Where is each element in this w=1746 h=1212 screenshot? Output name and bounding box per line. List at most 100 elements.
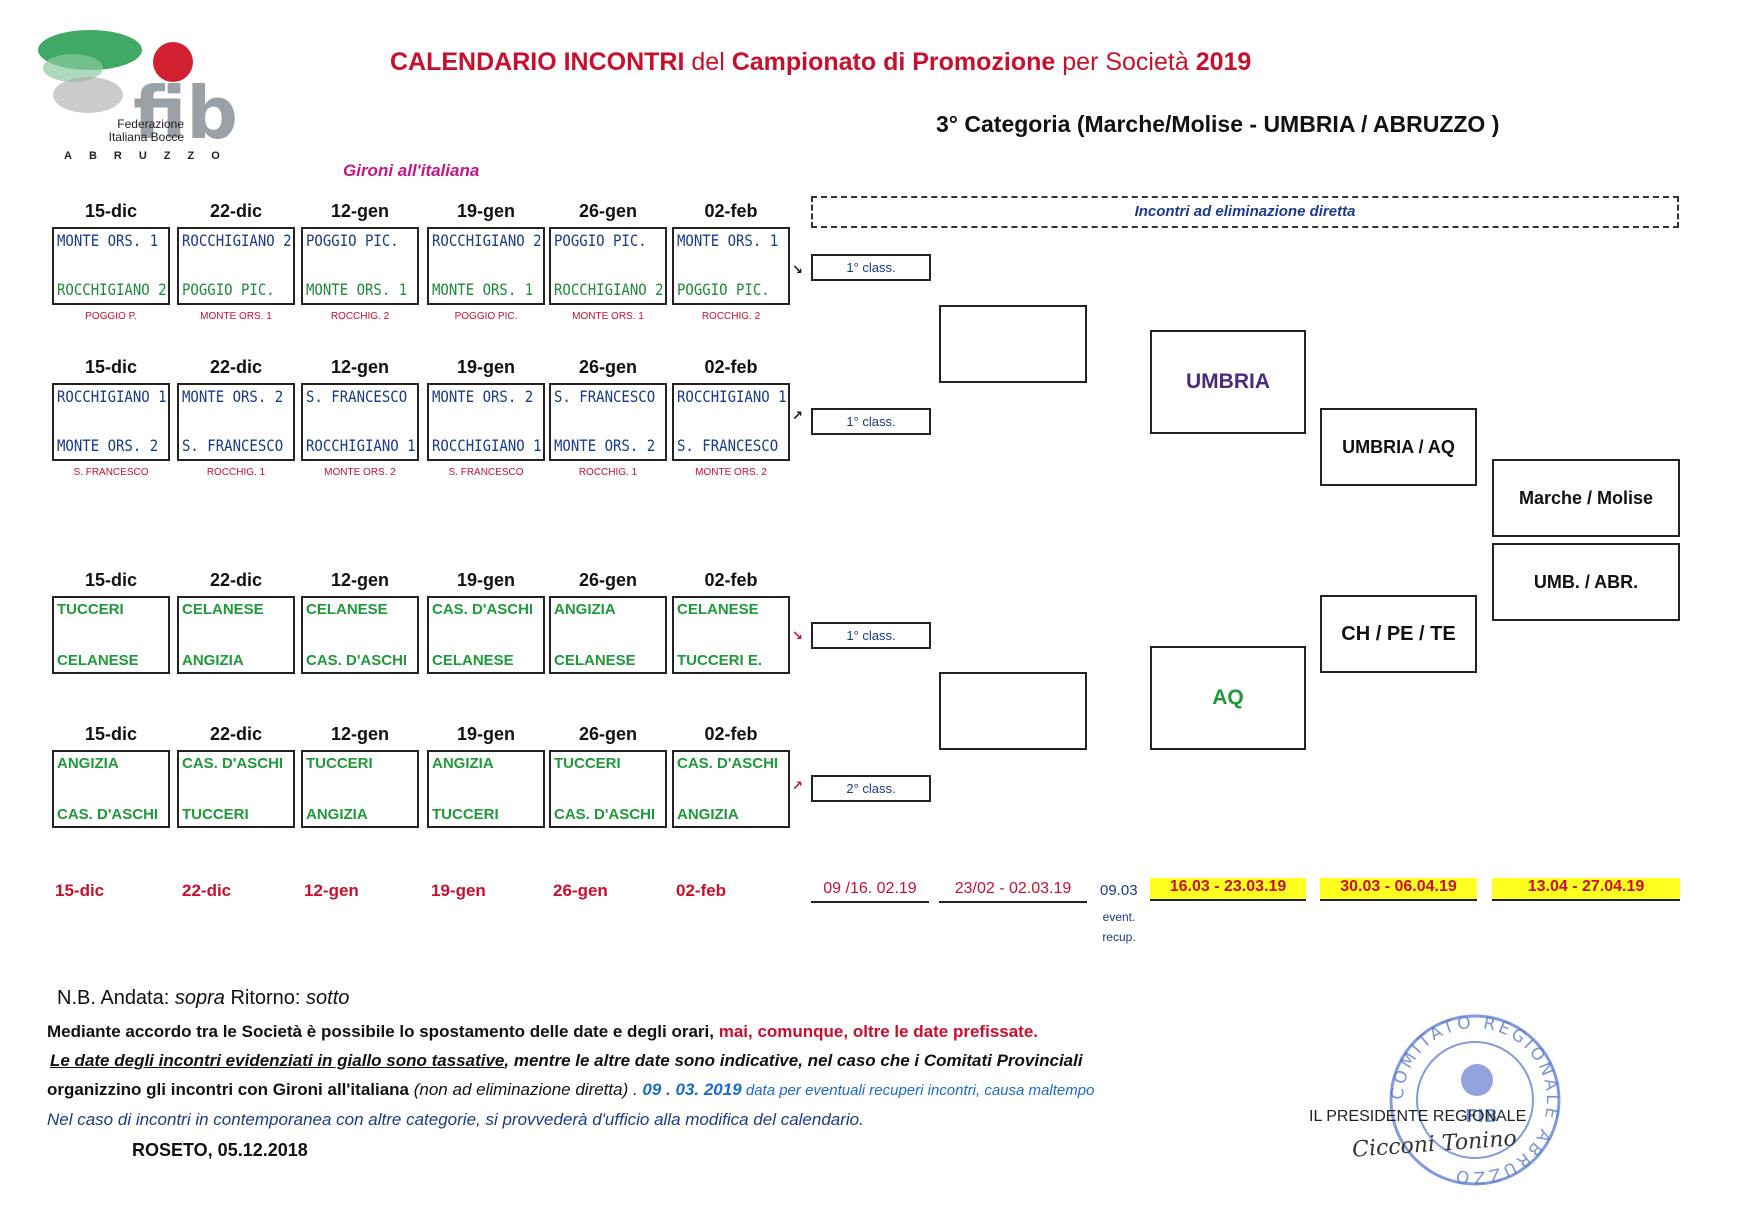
class-box-2: 1° class. <box>811 408 931 435</box>
bottom-date: 02-feb <box>676 881 727 900</box>
match-box: TUCCERI CELANESE <box>52 596 170 674</box>
match-box: CAS. D'ASCHI ANGIZIA <box>672 750 790 828</box>
away-team: ROCCHIGIANO 2 <box>554 281 664 300</box>
arrow-down-right-icon: ↘ <box>792 628 803 643</box>
date-header: 19-gen <box>456 201 516 221</box>
semifinal-slot-bottom <box>939 672 1087 750</box>
away-team: MONTE ORS. 2 <box>57 437 159 456</box>
date-header: 15-dic <box>84 724 138 744</box>
home-team: CELANESE <box>306 601 388 618</box>
nb-note: N.B. Andata: sopra Ritorno: sotto <box>57 987 350 1009</box>
note-line-2: Le date degli incontri evidenziati in gi… <box>50 1051 1083 1070</box>
schedule-recovery-date: 09.03 <box>1100 882 1138 899</box>
schedule-round-1: 09 /16. 02.19 <box>811 880 929 903</box>
match-box: CELANESE TUCCERI E. <box>672 596 790 674</box>
resting-team: POGGIO PIC. <box>454 311 518 322</box>
resting-team: ROCCHIG. 1 <box>578 467 638 478</box>
bottom-date: 12-gen <box>304 881 359 900</box>
resting-team: MONTE ORS. 2 <box>695 467 767 478</box>
resting-team: S. FRANCESCO <box>448 467 524 478</box>
away-team: S. FRANCESCO <box>677 437 779 456</box>
resting-team: S. FRANCESCO <box>73 467 149 478</box>
match-box: ROCCHIGIANO 1 S. FRANCESCO <box>672 383 790 461</box>
home-team: MONTE ORS. 2 <box>182 388 284 407</box>
fib-logo: fib Federazione Italiana Bocce ABRUZZO <box>38 20 268 170</box>
home-team: POGGIO PIC. <box>554 232 647 251</box>
schedule-round-2: 23/02 - 02.03.19 <box>939 880 1087 903</box>
resting-team: ROCCHIG. 1 <box>206 467 266 478</box>
match-box: POGGIO PIC. ROCCHIGIANO 2 <box>549 227 667 305</box>
away-team: MONTE ORS. 2 <box>554 437 656 456</box>
home-team: CAS. D'ASCHI <box>182 755 284 772</box>
date-header: 02-feb <box>704 570 758 590</box>
home-team: S. FRANCESCO <box>554 388 656 407</box>
home-team: ANGIZIA <box>432 755 494 772</box>
date-header: 19-gen <box>456 724 516 744</box>
date-header: 02-feb <box>704 357 758 377</box>
page-title: CALENDARIO INCONTRI del Campionato di Pr… <box>390 48 1252 76</box>
class-box-1: 1° class. <box>811 254 931 281</box>
away-team: ROCCHIGIANO 1 <box>432 437 542 456</box>
place-date: ROSETO, 05.12.2018 <box>132 1140 308 1160</box>
gironi-label: Gironi all'italiana <box>343 161 480 180</box>
bottom-date: 26-gen <box>553 881 608 900</box>
svg-text:COMITATO REGIONALE ABRUZZO: COMITATO REGIONALE ABRUZZO <box>1388 1013 1562 1188</box>
knockout-header: Incontri ad eliminazione diretta <box>811 196 1679 228</box>
class-box-4: 2° class. <box>811 775 931 802</box>
home-team: CAS. D'ASCHI <box>432 601 534 618</box>
match-box: ANGIZIA TUCCERI <box>427 750 545 828</box>
home-team: TUCCERI <box>554 755 621 772</box>
match-box: S. FRANCESCO MONTE ORS. 2 <box>549 383 667 461</box>
match-box: S. FRANCESCO ROCCHIGIANO 1 <box>301 383 419 461</box>
away-team: TUCCERI <box>432 806 499 823</box>
date-header: 15-dic <box>84 357 138 377</box>
away-team: MONTE ORS. 1 <box>432 281 534 300</box>
away-team: MONTE ORS. 1 <box>306 281 408 300</box>
fib-logo-mark: fib <box>38 30 238 155</box>
arrow-up-right-icon: ↗ <box>792 778 803 793</box>
home-team: MONTE ORS. 2 <box>432 388 534 407</box>
home-team: ROCCHIGIANO 1 <box>677 388 787 407</box>
logo-region-text: ABRUZZO <box>64 150 237 162</box>
away-team: ANGIZIA <box>306 806 368 823</box>
home-team: TUCCERI <box>57 601 124 618</box>
resting-team: ROCCHIG. 2 <box>330 311 390 322</box>
away-team: CAS. D'ASCHI <box>306 652 408 669</box>
schedule-quarterfinal: 16.03 - 23.03.19 <box>1150 878 1306 901</box>
schedule-semifinal: 30.03 - 06.04.19 <box>1320 878 1477 901</box>
home-team: POGGIO PIC. <box>306 232 399 251</box>
date-header: 22-dic <box>209 570 263 590</box>
away-team: ANGIZIA <box>677 806 739 823</box>
date-header: 22-dic <box>209 201 263 221</box>
arrow-down-right-icon: ↘ <box>792 262 803 277</box>
match-box: CELANESE CAS. D'ASCHI <box>301 596 419 674</box>
away-team: CELANESE <box>57 652 139 669</box>
away-team: CAS. D'ASCHI <box>554 806 656 823</box>
note-line-1: Mediante accordo tra le Società è possib… <box>47 1022 1039 1041</box>
date-header: 26-gen <box>578 724 638 744</box>
home-team: CAS. D'ASCHI <box>677 755 779 772</box>
away-team: ROCCHIGIANO 1 <box>306 437 416 456</box>
match-box: POGGIO PIC. MONTE ORS. 1 <box>301 227 419 305</box>
date-header: 12-gen <box>330 357 390 377</box>
away-team: CELANESE <box>554 652 636 669</box>
home-team: CELANESE <box>677 601 759 618</box>
away-team: POGGIO PIC. <box>677 281 770 300</box>
date-header: 12-gen <box>330 201 390 221</box>
away-team: TUCCERI E. <box>677 652 763 669</box>
date-header: 15-dic <box>84 201 138 221</box>
aq-box: AQ <box>1150 646 1306 750</box>
home-team: S. FRANCESCO <box>306 388 408 407</box>
stamp-seal: COMITATO REGIONALE ABRUZZO FIB <box>1388 1013 1562 1188</box>
bottom-date: 15-dic <box>55 881 105 900</box>
